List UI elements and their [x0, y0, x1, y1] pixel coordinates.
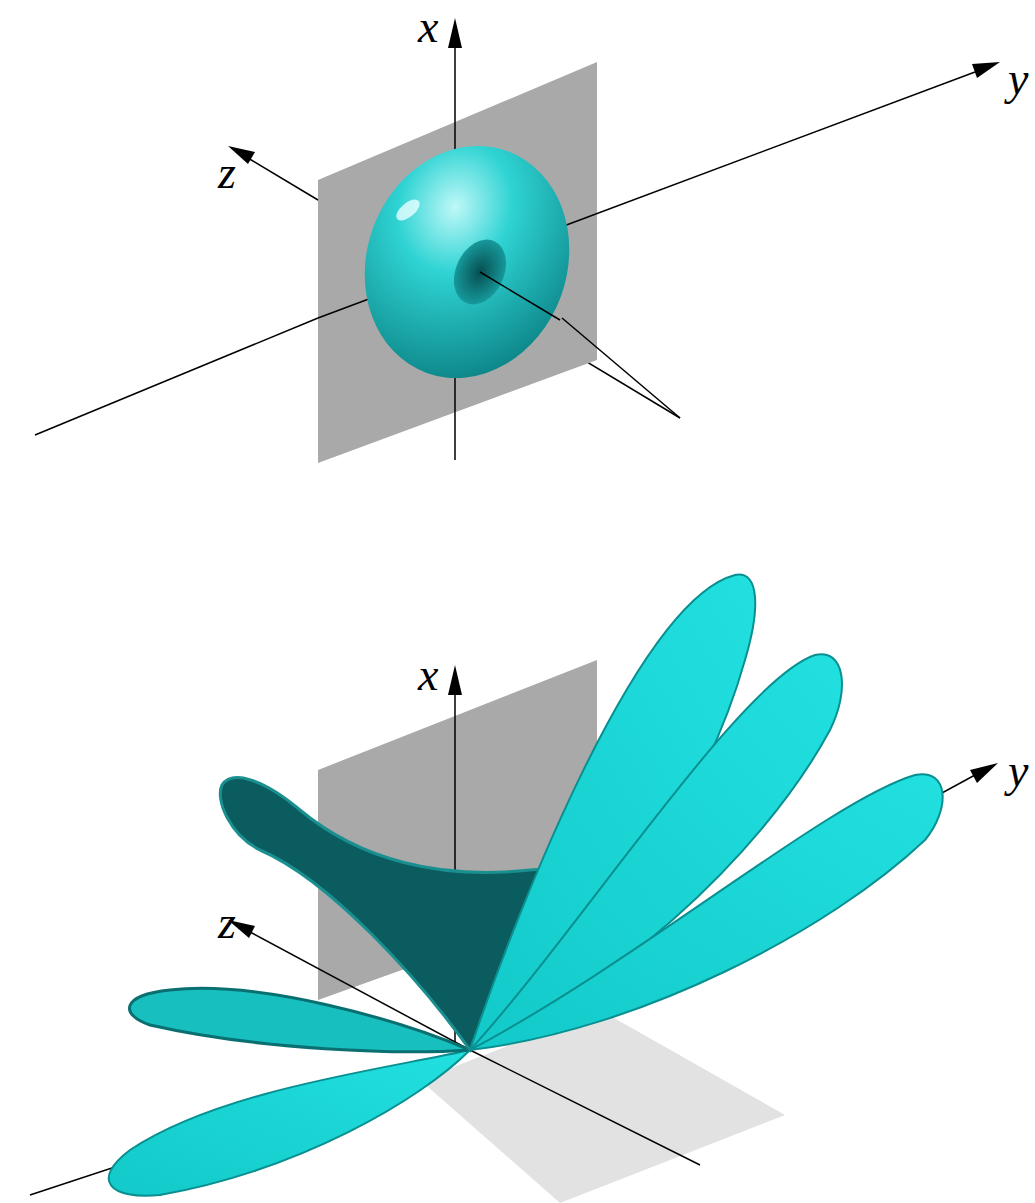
axis-label: x [418, 652, 438, 698]
axis-label: z [218, 150, 236, 196]
axis-label: y [1008, 56, 1028, 102]
bottom-figure [30, 575, 998, 1203]
axis-label: z [218, 900, 236, 946]
top-figure [35, 18, 1000, 463]
axis-label: y [1008, 748, 1028, 794]
axis-label: x [418, 4, 438, 50]
